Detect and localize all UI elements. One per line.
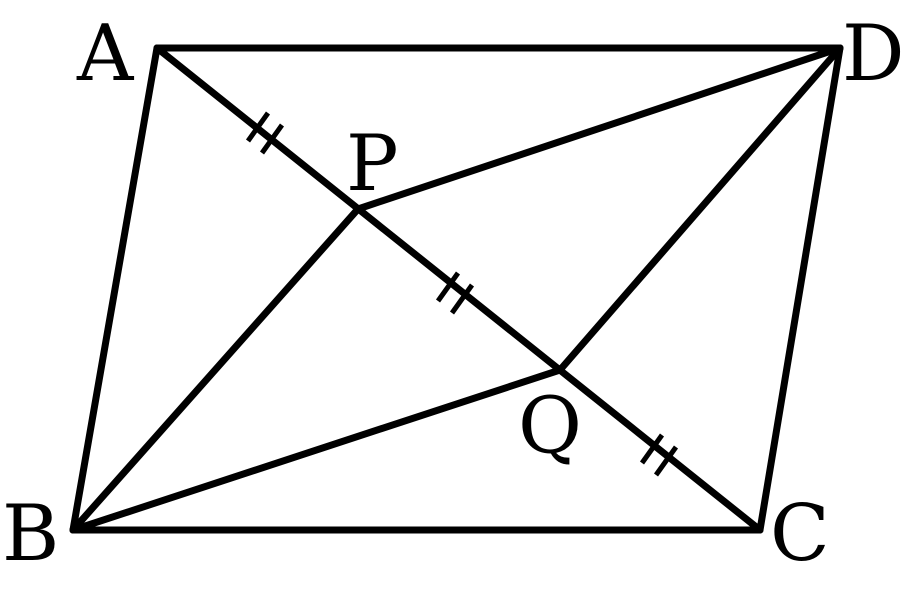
label-q: Q (518, 381, 582, 471)
label-d: D (842, 9, 905, 99)
segment-dc (756, 44, 844, 534)
label-b: B (2, 489, 59, 579)
segment-ba (69, 44, 161, 534)
segment-qd (556, 44, 844, 374)
tick-mark-pq (435, 271, 475, 315)
segment-pd (354, 44, 844, 213)
segment-pb (69, 205, 362, 534)
label-a: A (76, 9, 135, 99)
segment-qb (69, 366, 564, 534)
label-c: C (770, 489, 830, 579)
label-p: P (346, 119, 398, 209)
tick-mark-ap (245, 111, 285, 155)
tick-mark-qc (639, 433, 679, 477)
